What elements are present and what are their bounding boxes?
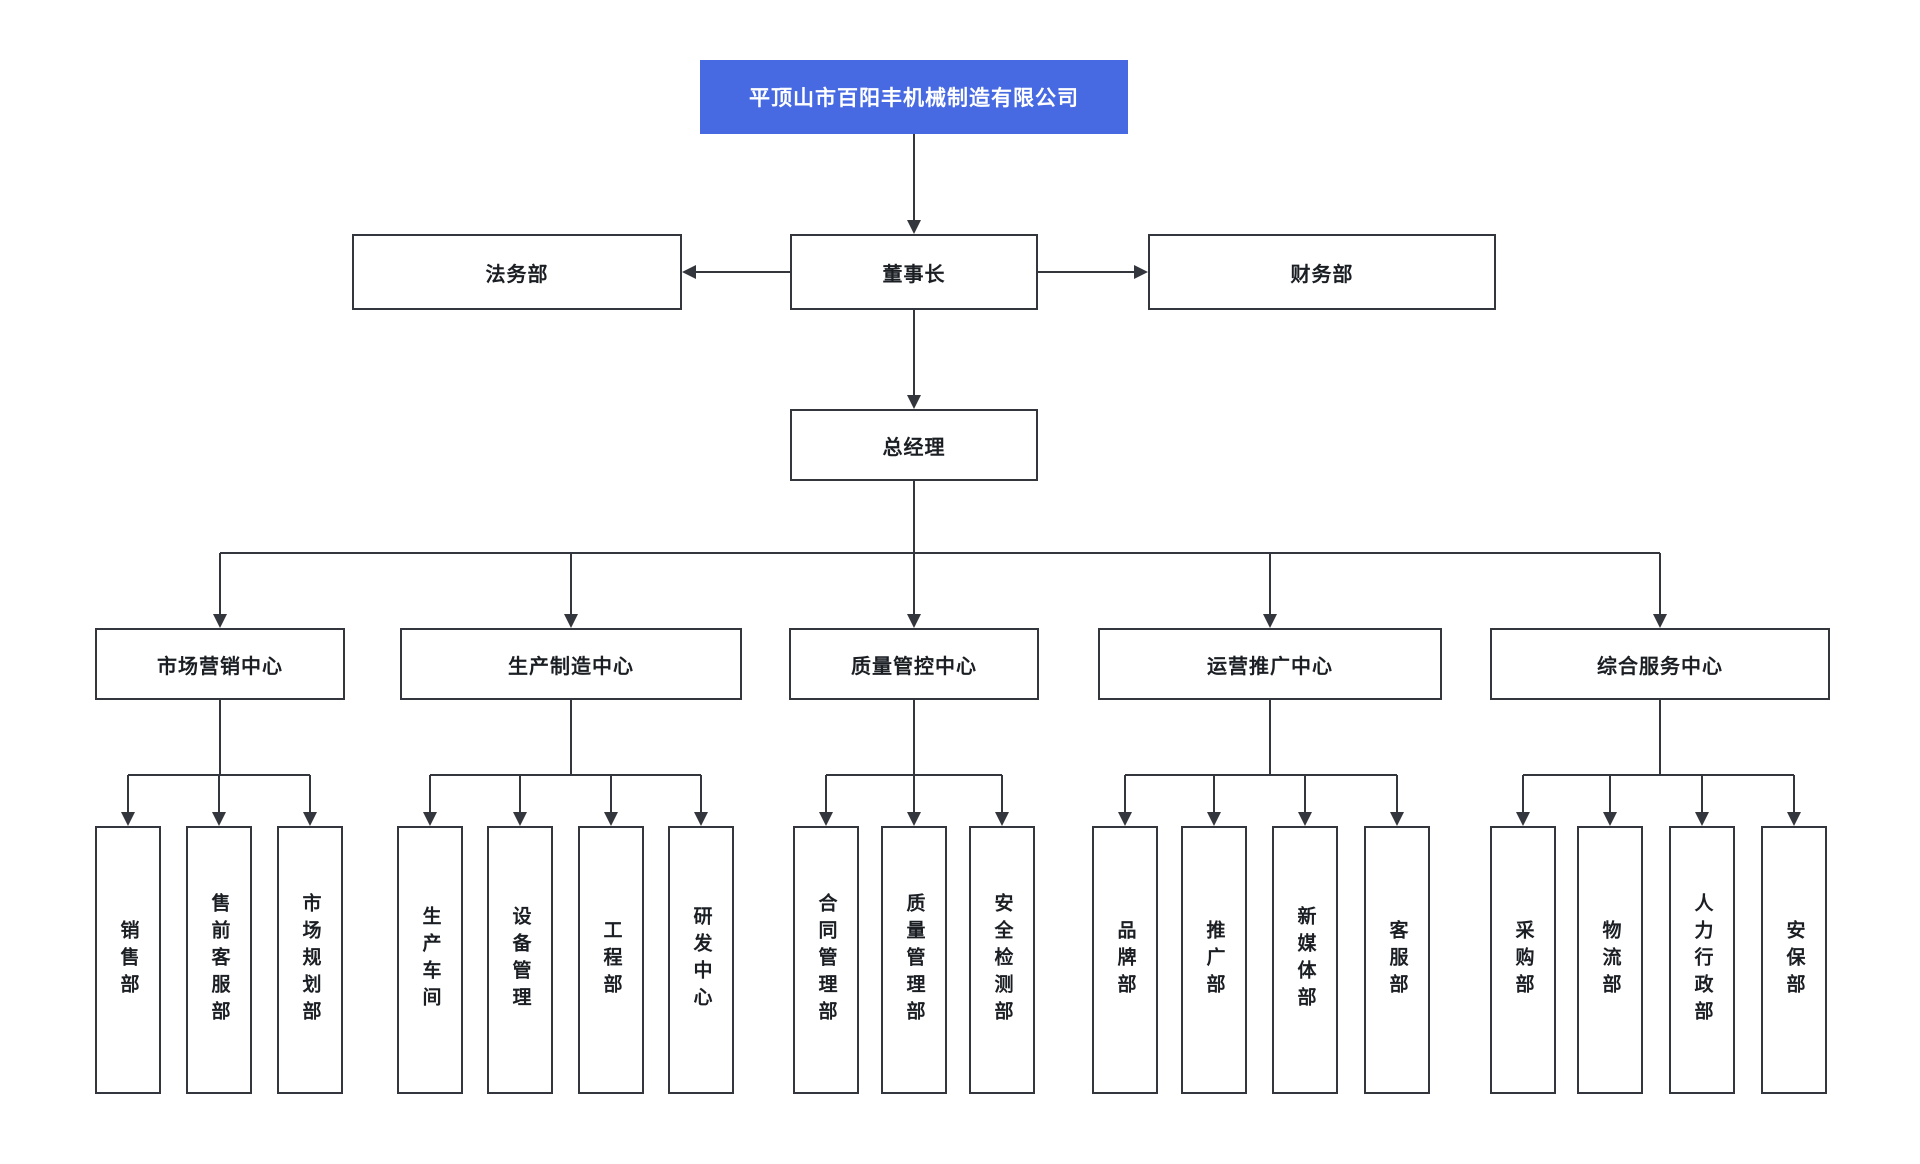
dept-label: 售前客服部 xyxy=(208,892,230,1028)
dept-label: 生产车间 xyxy=(419,906,441,1014)
dept-label: 采购部 xyxy=(1512,919,1534,1001)
node-center-production: 生产制造中心 xyxy=(400,628,742,700)
node-dept-operations-0: 品牌部 xyxy=(1092,826,1158,1094)
node-general-manager: 总经理 xyxy=(790,409,1038,481)
node-dept-marketing-1: 售前客服部 xyxy=(186,826,252,1094)
node-dept-services-2: 人力行政部 xyxy=(1669,826,1735,1094)
node-dept-production-1: 设备管理 xyxy=(487,826,553,1094)
node-dept-production-3: 研发中心 xyxy=(668,826,734,1094)
dept-label: 设备管理 xyxy=(509,906,531,1014)
dept-label: 物流部 xyxy=(1599,919,1621,1001)
dept-label: 质量管理部 xyxy=(903,892,925,1028)
node-dept-marketing-0: 销售部 xyxy=(95,826,161,1094)
dept-label: 新媒体部 xyxy=(1294,906,1316,1014)
dept-label: 推广部 xyxy=(1203,919,1225,1001)
dept-label: 人力行政部 xyxy=(1691,892,1713,1028)
node-center-marketing: 市场营销中心 xyxy=(95,628,345,700)
dept-label: 合同管理部 xyxy=(815,892,837,1028)
node-dept-quality-0: 合同管理部 xyxy=(793,826,859,1094)
node-dept-services-1: 物流部 xyxy=(1577,826,1643,1094)
node-dept-services-3: 安保部 xyxy=(1761,826,1827,1094)
dept-label: 销售部 xyxy=(117,919,139,1001)
node-dept-quality-1: 质量管理部 xyxy=(881,826,947,1094)
dept-label: 研发中心 xyxy=(690,906,712,1014)
node-legal-dept: 法务部 xyxy=(352,234,682,310)
node-dept-marketing-2: 市场规划部 xyxy=(277,826,343,1094)
node-dept-production-2: 工程部 xyxy=(578,826,644,1094)
node-dept-operations-2: 新媒体部 xyxy=(1272,826,1338,1094)
dept-label: 安保部 xyxy=(1783,919,1805,1001)
node-dept-operations-3: 客服部 xyxy=(1364,826,1430,1094)
node-company: 平顶山市百阳丰机械制造有限公司 xyxy=(700,60,1128,134)
dept-label: 品牌部 xyxy=(1114,919,1136,1001)
node-center-operations: 运营推广中心 xyxy=(1098,628,1442,700)
node-center-quality: 质量管控中心 xyxy=(789,628,1039,700)
node-dept-operations-1: 推广部 xyxy=(1181,826,1247,1094)
dept-label: 客服部 xyxy=(1386,919,1408,1001)
node-dept-quality-2: 安全检测部 xyxy=(969,826,1035,1094)
node-chairman: 董事长 xyxy=(790,234,1038,310)
node-dept-services-0: 采购部 xyxy=(1490,826,1556,1094)
dept-label: 市场规划部 xyxy=(299,892,321,1028)
dept-label: 安全检测部 xyxy=(991,892,1013,1028)
node-dept-production-0: 生产车间 xyxy=(397,826,463,1094)
dept-label: 工程部 xyxy=(600,919,622,1001)
node-finance-dept: 财务部 xyxy=(1148,234,1496,310)
node-center-services: 综合服务中心 xyxy=(1490,628,1830,700)
